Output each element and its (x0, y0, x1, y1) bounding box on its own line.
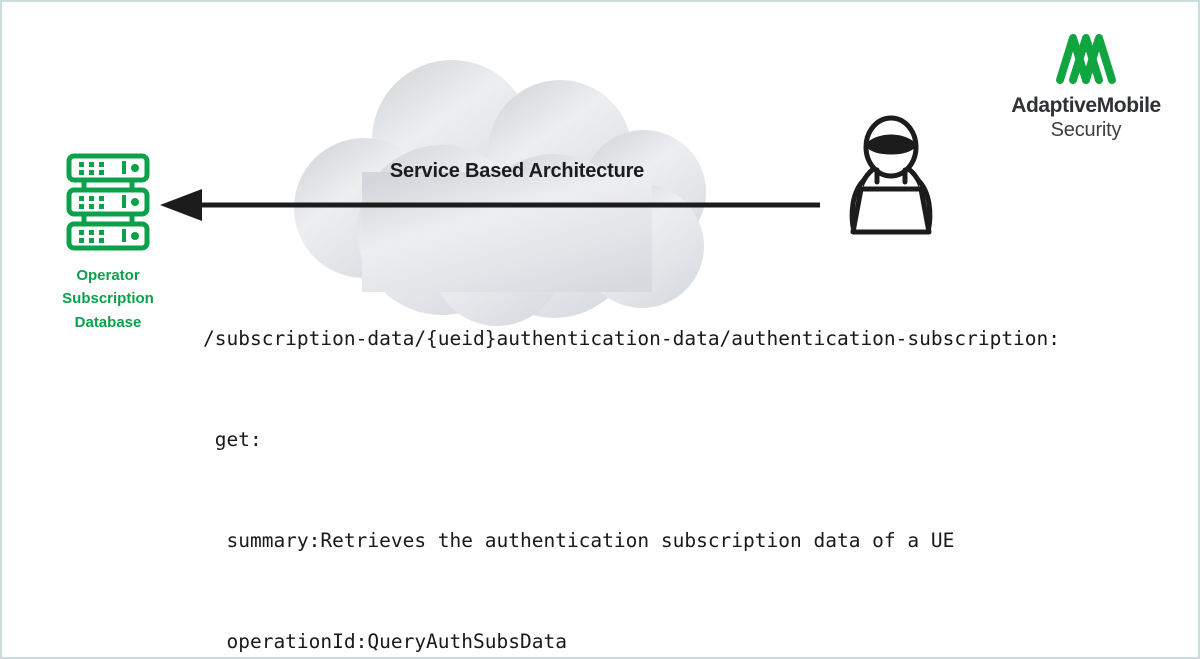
logo-brand-subtitle: Security (1050, 118, 1122, 141)
code-black: summary:Retrieves the authentication sub… (203, 528, 955, 552)
database-label: Operator Subscription Database (27, 264, 189, 334)
code-line-summary: summary:Retrieves the authentication sub… (203, 524, 1163, 558)
brand-logo: AdaptiveMobile Security (1000, 26, 1172, 142)
code-line-operation-id: operationId:QueryAuthSubsData (203, 625, 1163, 657)
server-stack-icon (64, 152, 152, 252)
code-black: get: (203, 427, 262, 451)
code-line-path: /subscription-data/{ueid}authentication-… (203, 322, 1163, 356)
service-based-architecture-cloud (292, 60, 742, 328)
hacker-with-laptop-icon (830, 114, 952, 236)
database-label-line-3: Database (74, 313, 142, 331)
cloud-title: Service Based Architecture (389, 160, 645, 182)
code-black: /subscription-data/{ueid}authentication-… (203, 327, 1061, 351)
attack-flow-arrow (160, 188, 820, 222)
code-black: operationId:QueryAuthSubsData (203, 629, 567, 653)
code-line-get: get: (203, 423, 1163, 457)
database-label-line-1: Operator (76, 267, 140, 284)
api-spec-code-block: /subscription-data/{ueid}authentication-… (203, 255, 1163, 657)
logo-brand-name: AdaptiveMobile (1011, 94, 1161, 117)
adaptivemobile-m-mark-icon (1051, 26, 1121, 88)
database-label-line-2: Subscription (62, 290, 154, 308)
